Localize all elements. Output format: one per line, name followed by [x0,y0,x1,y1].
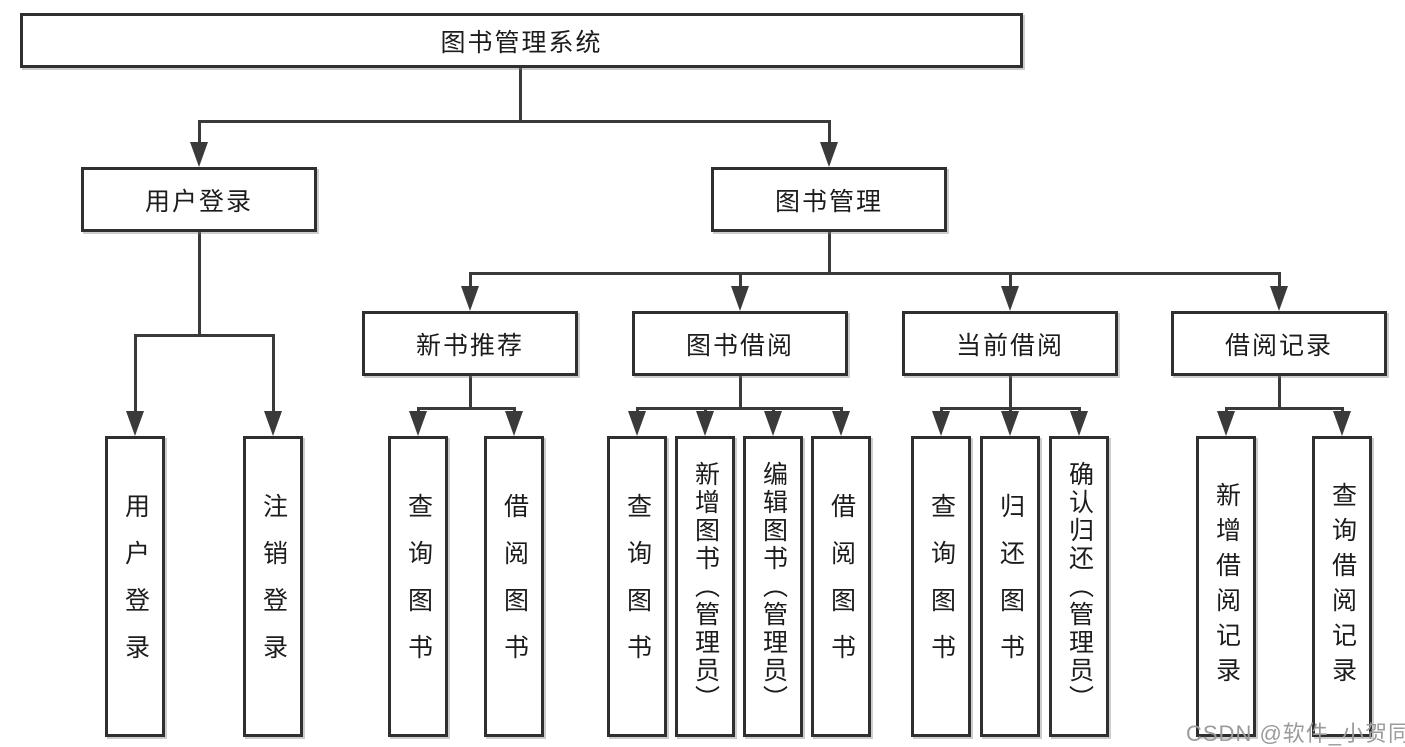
node-new-book-recommend: 新书推荐 [362,311,578,376]
leaf-query-borrow-record: 查询借阅记录 [1312,436,1372,737]
leaf-label: 确认归还（管理员） [1065,460,1094,713]
arrow-down-icon [820,142,838,167]
leaf-label: 借阅图书 [500,492,529,681]
connector-line [417,407,516,410]
leaf-label: 查询图书 [404,492,433,681]
arrow-down-icon [126,411,144,436]
arrow-down-icon [731,286,749,311]
connector-line [636,407,843,410]
connector-line [198,120,201,148]
arrow-down-icon [764,411,782,436]
node-label: 新书推荐 [415,331,524,360]
connector-line [198,232,201,334]
node-root: 图书管理系统 [20,13,1023,68]
connector-line [739,272,742,290]
node-borrow-record: 借阅记录 [1171,311,1387,376]
arrow-down-icon [1001,411,1019,436]
node-label: 图书管理 [774,187,883,216]
node-book-management: 图书管理 [711,167,947,232]
leaf-query-books-recommend: 查询图书 [388,436,448,737]
connector-line [828,232,831,274]
arrow-down-icon [1270,286,1288,311]
leaf-query-books-current: 查询图书 [911,436,971,737]
arrow-down-icon [1001,286,1019,311]
arrow-down-icon [932,411,950,436]
leaf-query-books-borrow: 查询图书 [607,436,667,737]
leaf-edit-books-admin: 编辑图书（管理员） [743,436,803,737]
arrow-down-icon [461,286,479,311]
connector-line [469,272,472,290]
watermark: CSDN @软件_小贺同学 [1186,721,1405,746]
leaf-label: 新增借阅记录 [1212,481,1241,692]
leaf-label: 查询图书 [927,492,956,681]
connector-line [1009,376,1012,407]
connector-line [739,376,742,407]
connector-line [1278,376,1281,407]
arrow-down-icon [628,411,646,436]
arrow-down-icon [1333,411,1351,436]
node-root-label: 图书管理系统 [440,28,603,57]
arrow-down-icon [505,411,523,436]
leaf-label: 借阅图书 [827,492,856,681]
leaf-logout: 注销登录 [243,436,303,737]
leaf-label: 用户登录 [121,492,150,681]
leaf-label: 新增图书（管理员） [691,460,720,713]
connector-line [1278,272,1281,290]
leaf-label: 注销登录 [259,492,288,681]
connector-line [134,334,137,414]
node-book-borrow: 图书借阅 [632,311,848,376]
node-user-login: 用户登录 [81,167,317,232]
connector-line [134,334,275,337]
arrow-down-icon [1217,411,1235,436]
node-label: 借阅记录 [1224,331,1333,360]
connector-line [198,120,830,123]
connector-line [1225,407,1344,410]
leaf-label: 编辑图书（管理员） [759,460,788,713]
leaf-borrow-books-recommend: 借阅图书 [484,436,544,737]
connector-line [1009,272,1012,290]
arrow-down-icon [190,142,208,167]
leaf-label: 归还图书 [996,492,1025,681]
arrow-down-icon [696,411,714,436]
connector-line [272,334,275,414]
leaf-add-books-admin: 新增图书（管理员） [675,436,735,737]
arrow-down-icon [409,411,427,436]
connector-line [469,272,1280,275]
node-label: 用户登录 [144,187,253,216]
leaf-label: 查询借阅记录 [1328,481,1357,692]
arrow-down-icon [1070,411,1088,436]
arrow-down-icon [832,411,850,436]
leaf-borrow-books: 借阅图书 [811,436,871,737]
leaf-label: 查询图书 [623,492,652,681]
leaf-user-login: 用户登录 [105,436,165,737]
arrow-down-icon [264,411,282,436]
node-current-borrow: 当前借阅 [902,311,1118,376]
node-label: 当前借阅 [955,331,1064,360]
connector-line [519,68,522,120]
leaf-add-borrow-record: 新增借阅记录 [1196,436,1256,737]
leaf-confirm-return-admin: 确认归还（管理员） [1049,436,1109,737]
connector-line [828,120,831,148]
connector-line [469,376,472,407]
leaf-return-books: 归还图书 [980,436,1040,737]
node-label: 图书借阅 [685,331,794,360]
